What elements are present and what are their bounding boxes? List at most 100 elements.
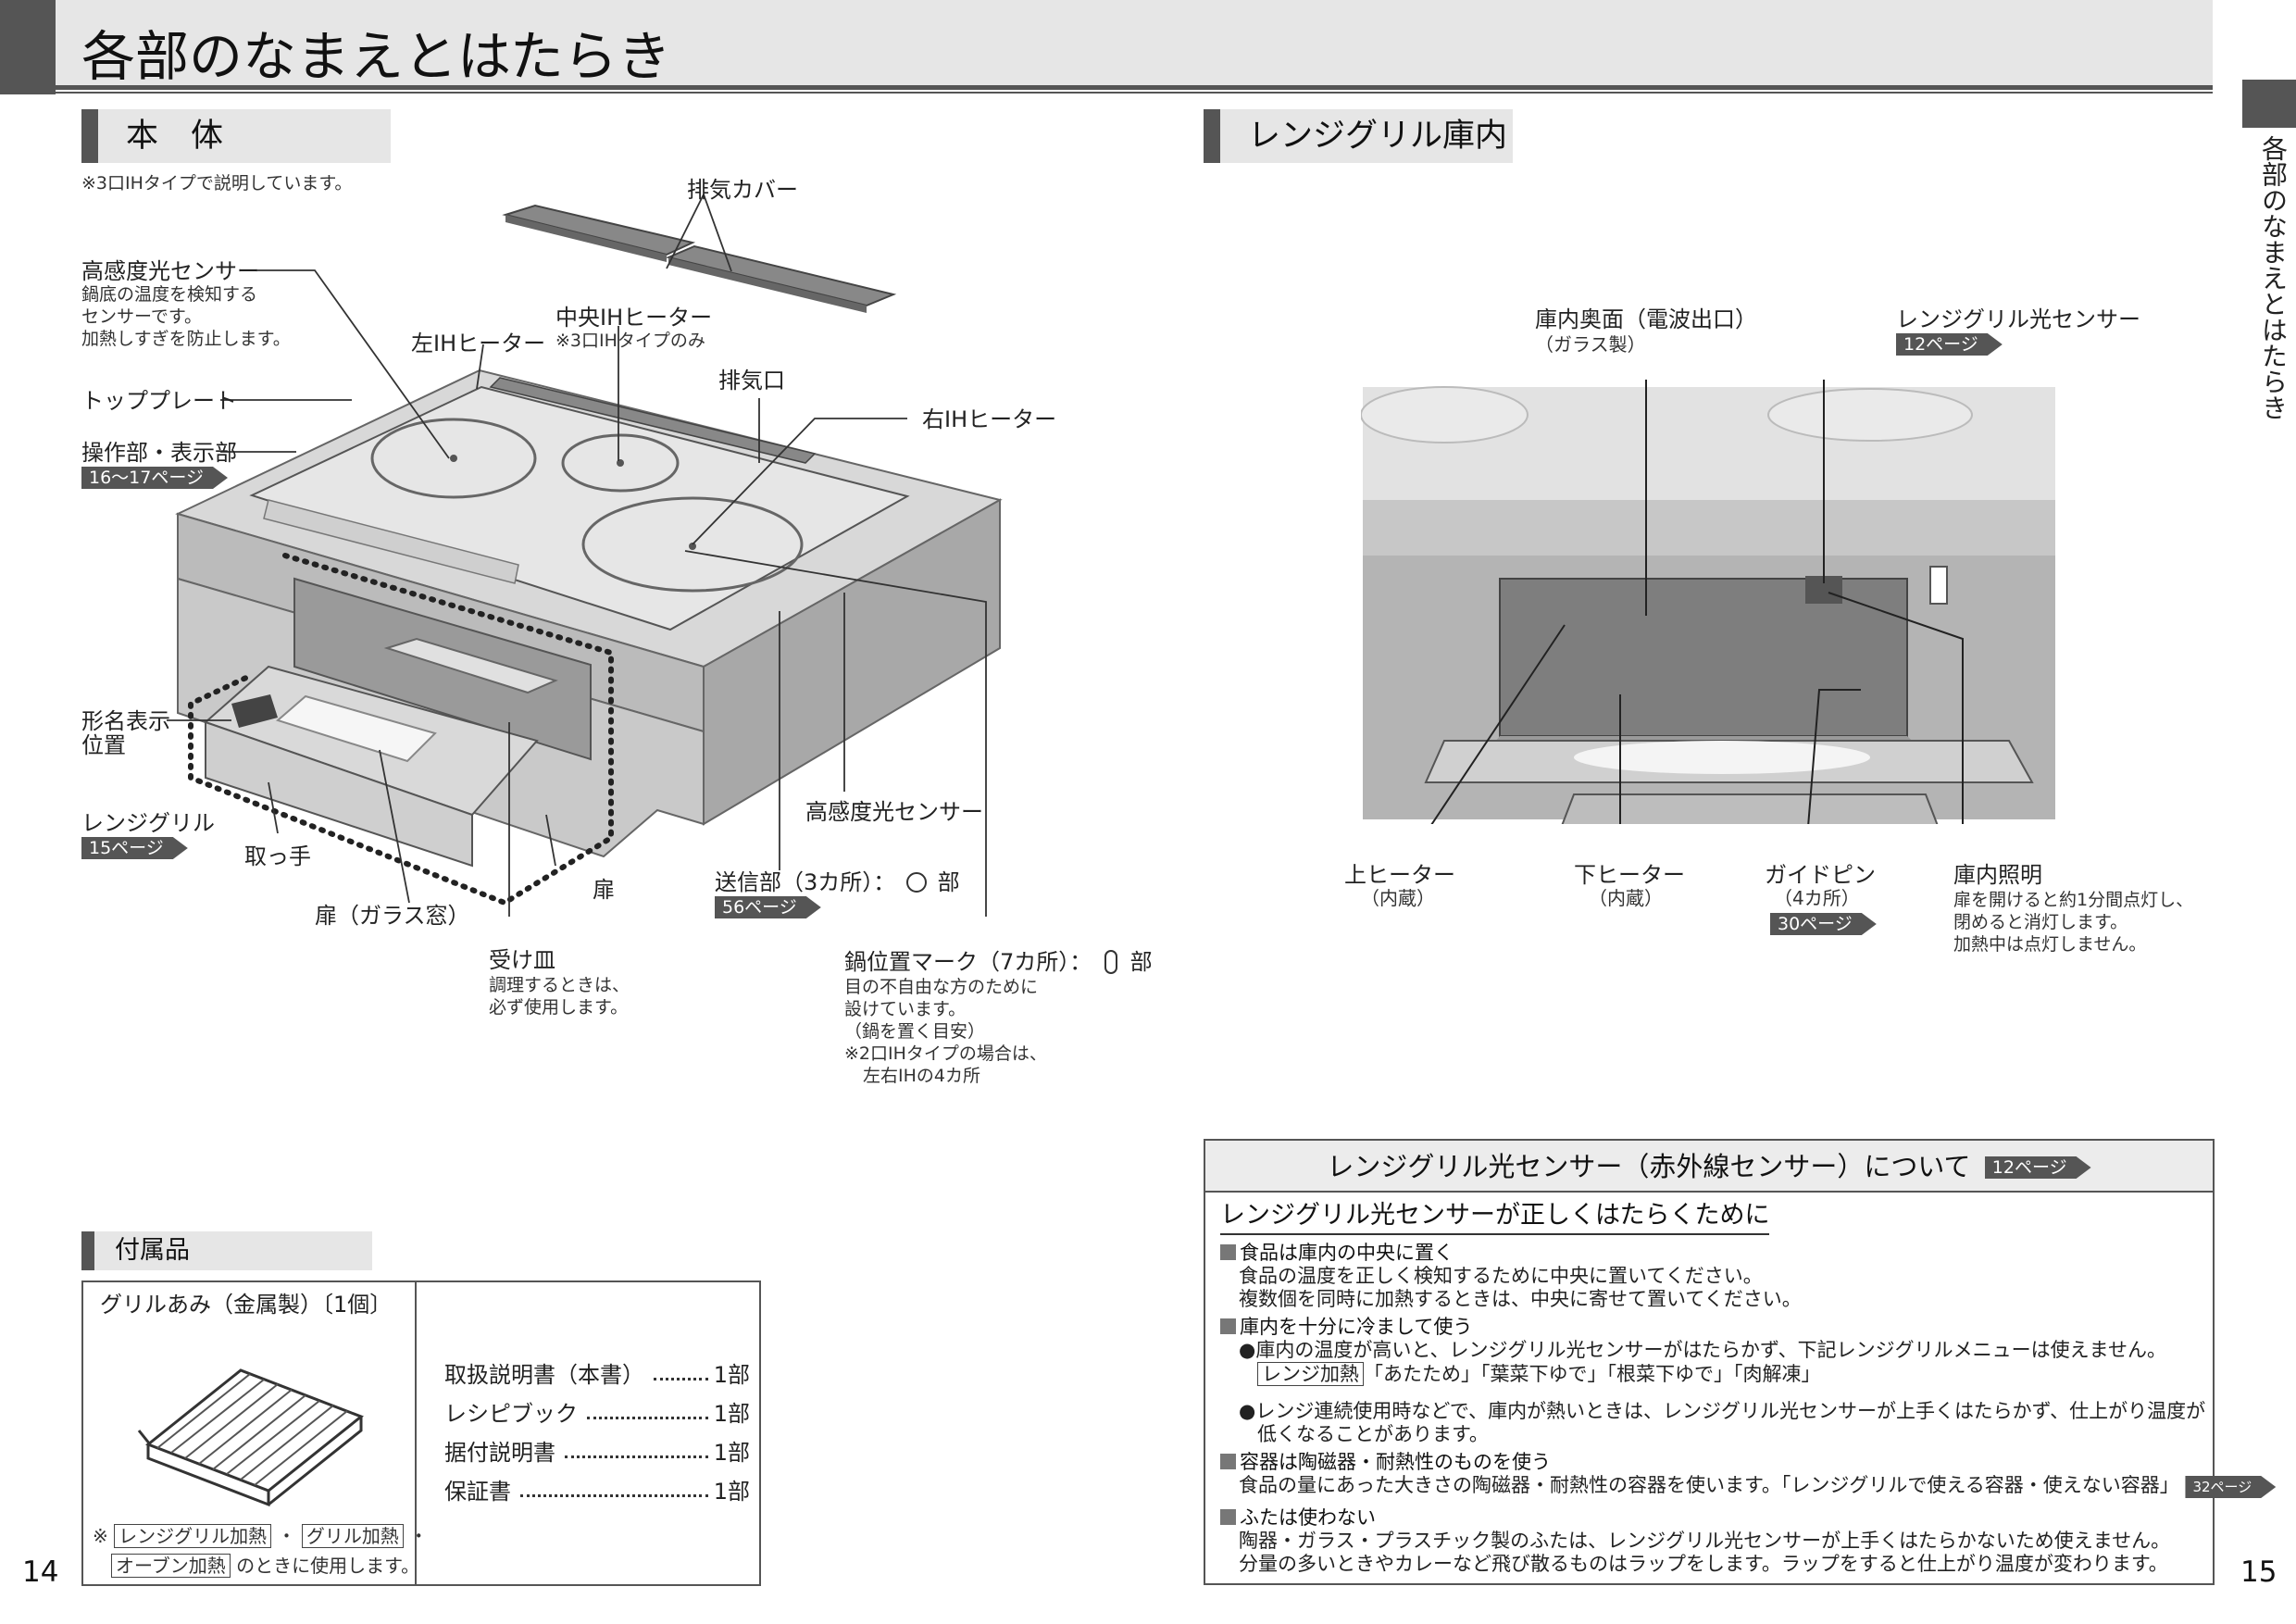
label-center-ih: 中央IHヒーター xyxy=(555,305,713,331)
sensor-info-subtitle: レンジグリル光センサーが正しくはたらくために xyxy=(1220,1200,1770,1235)
header-tab-marker xyxy=(0,0,56,94)
info-heading-1-text: 食品は庫内の中央に置く xyxy=(1240,1242,1454,1264)
ref-control-page[interactable]: 16〜17ページ xyxy=(81,467,228,489)
label-light-desc-3: 加熱中は点灯しません。 xyxy=(1953,934,2147,955)
label-sensor-desc-2: センサーです。 xyxy=(81,306,202,327)
info-3-line-1: 食品の量にあった大きさの陶磁器・耐熱性の容器を使います。「レンジグリルで使える容… xyxy=(1239,1474,2276,1498)
label-interior-back-sub: （ガラス製） xyxy=(1535,333,1646,356)
info-2-tag-range: レンジ加熱 xyxy=(1257,1362,1364,1386)
section-heading-body: 本 体 xyxy=(81,109,391,163)
note-prefix: ※ xyxy=(93,1525,108,1547)
label-vent: 排気口 xyxy=(718,368,785,394)
body-note: ※3口IHタイプで説明しています。 xyxy=(81,173,353,194)
accessory-name: 据付説明書 xyxy=(444,1440,555,1466)
label-pot-desc-1: 目の不自由な方のために xyxy=(844,977,1039,997)
label-tray-desc-2: 必ず使用します。 xyxy=(489,997,629,1018)
section-heading-accessories: 付属品 xyxy=(81,1231,372,1270)
pot-mark-unit: 部 xyxy=(1129,949,1153,975)
header-rule xyxy=(56,85,2213,90)
ref-sensor-info-page[interactable]: 12ページ xyxy=(1985,1156,2091,1179)
ref-container-page[interactable]: 32ページ xyxy=(2185,1476,2276,1498)
page-number-left: 14 xyxy=(22,1555,59,1589)
exhaust-cover-drawing xyxy=(502,204,897,313)
label-upper-heater-sub: （内蔵） xyxy=(1361,887,1435,909)
label-tray-desc-1: 調理するときは、 xyxy=(489,975,630,995)
grill-interior-photo xyxy=(1361,380,2055,824)
label-door: 扉 xyxy=(593,877,615,903)
accessories-table xyxy=(81,1280,761,1586)
square-bullet-icon xyxy=(1220,1509,1236,1525)
info-heading-2-text: 庫内を十分に冷まして使う xyxy=(1240,1316,1473,1338)
info-heading-3: 容器は陶磁器・耐熱性のものを使う xyxy=(1220,1450,1551,1474)
label-model-position-1: 形名表示 xyxy=(81,708,170,734)
label-exhaust-cover: 排気カバー xyxy=(687,177,798,203)
label-model-position-2: 位置 xyxy=(81,732,126,758)
page-title: 各部のなまえとはたらき xyxy=(81,25,671,88)
ref-light-sensor-page[interactable]: 12ページ xyxy=(1896,333,2003,356)
accessory-leader xyxy=(587,1400,708,1419)
ref-guide-pin-page[interactable]: 30ページ xyxy=(1770,913,1877,935)
label-control-panel: 操作部・表示部 xyxy=(81,440,237,466)
accessory-leader xyxy=(654,1361,708,1380)
grill-net-drawing xyxy=(137,1368,364,1507)
label-guide-pin-sub: （4カ所） xyxy=(1774,887,1860,909)
accessory-name: レシピブック xyxy=(444,1401,578,1427)
side-tab-marker xyxy=(2242,80,2296,128)
info-1-line-1: 食品の温度を正しく検知するために中央に置いてください。 xyxy=(1239,1265,1763,1287)
note-sep-1: ・ xyxy=(277,1525,296,1547)
square-bullet-icon xyxy=(1220,1454,1236,1469)
grill-net-note-line2: オーブン加熱 のときに使用します。 xyxy=(111,1552,419,1580)
label-pot-desc-5: 左右IHの4カ所 xyxy=(863,1066,980,1086)
label-pot-desc-2: 設けています。 xyxy=(844,999,967,1019)
info-heading-2: 庫内を十分に冷まして使う xyxy=(1220,1315,1472,1339)
ref-range-grill-page[interactable]: 15ページ xyxy=(81,837,188,859)
transmitter-unit: 部 xyxy=(937,869,960,895)
label-top-plate: トッププレート xyxy=(81,388,237,414)
accessory-leader xyxy=(520,1478,708,1497)
info-2-bullet-2b: 低くなることがあります。 xyxy=(1257,1423,1489,1445)
accessory-qty: 1部 xyxy=(713,1362,750,1388)
info-2-menus: レンジ加熱「あたため」「葉菜下ゆで」「根菜下ゆで」「肉解凍」 xyxy=(1257,1362,1821,1386)
grill-net-label: グリルあみ（金属製）〔1個〕 xyxy=(100,1292,393,1318)
accessory-item: 取扱説明書（本書） 1部 xyxy=(444,1361,750,1389)
note-tag-range-grill: レンジグリル加熱 xyxy=(114,1524,272,1548)
accessory-name: 取扱説明書（本書） xyxy=(444,1362,644,1388)
accessory-item: 保証書 1部 xyxy=(444,1478,750,1505)
sensor-info-box xyxy=(1204,1139,2215,1585)
label-guide-pin: ガイドピン xyxy=(1765,862,1876,888)
label-handle: 取っ手 xyxy=(244,843,311,869)
pot-mark-icon xyxy=(1104,950,1117,974)
info-2-bullet-1: ●庫内の温度が高いと、レンジグリル光センサーがはたらかず、下記レンジグリルメニュ… xyxy=(1239,1339,2166,1361)
grill-net-note-line1: ※ レンジグリル加熱 ・ グリル加熱 ・ xyxy=(93,1522,428,1550)
label-right-ih: 右IHヒーター xyxy=(922,406,1057,432)
info-3-text: 食品の量にあった大きさの陶磁器・耐熱性の容器を使います。「レンジグリルで使える容… xyxy=(1239,1474,2179,1496)
label-high-sensor: 高感度光センサー xyxy=(81,258,259,284)
header-band xyxy=(0,0,2213,85)
label-light-desc-2: 閉めると消灯します。 xyxy=(1953,912,2128,932)
label-light-sensor: レンジグリル光センサー xyxy=(1896,306,2140,332)
label-interior-light: 庫内照明 xyxy=(1953,862,2042,888)
accessory-item: 据付説明書 1部 xyxy=(444,1439,750,1467)
accessory-qty: 1部 xyxy=(713,1440,750,1466)
section-heading-grill: レンジグリル庫内 xyxy=(1204,109,1513,163)
square-bullet-icon xyxy=(1220,1244,1236,1260)
info-heading-4-text: ふたは使わない xyxy=(1240,1506,1376,1529)
label-sensor-desc-1: 鍋底の温度を検知する xyxy=(81,284,258,305)
label-pot-desc-3: （鍋を置く目安） xyxy=(844,1021,986,1042)
info-2-menu-list: 「あたため」「葉菜下ゆで」「根菜下ゆで」「肉解凍」 xyxy=(1364,1363,1821,1385)
info-heading-3-text: 容器は陶磁器・耐熱性のものを使う xyxy=(1240,1451,1551,1473)
label-lower-heater-sub: （内蔵） xyxy=(1589,887,1663,909)
label-light-desc-1: 扉を開けると約1分間点灯し、 xyxy=(1953,890,2194,910)
pot-mark-text: 鍋位置マーク（7カ所）： xyxy=(844,949,1092,975)
cooktop-illustration xyxy=(167,194,1003,917)
note-tag-oven: オーブン加熱 xyxy=(111,1554,231,1578)
accessory-leader xyxy=(565,1439,708,1458)
label-tray: 受け皿 xyxy=(489,947,555,973)
accessories-divider xyxy=(415,1280,417,1586)
note-suffix: のときに使用します。 xyxy=(236,1555,420,1577)
transmitter-circle-icon xyxy=(905,872,927,893)
sensor-info-title: レンジグリル光センサー（赤外線センサー）について 12ページ xyxy=(1205,1141,2213,1193)
ref-transmitter-page[interactable]: 56ページ xyxy=(715,896,821,918)
info-heading-1: 食品は庫内の中央に置く xyxy=(1220,1241,1454,1265)
label-center-ih-note: ※3口IHタイプのみ xyxy=(555,331,705,351)
